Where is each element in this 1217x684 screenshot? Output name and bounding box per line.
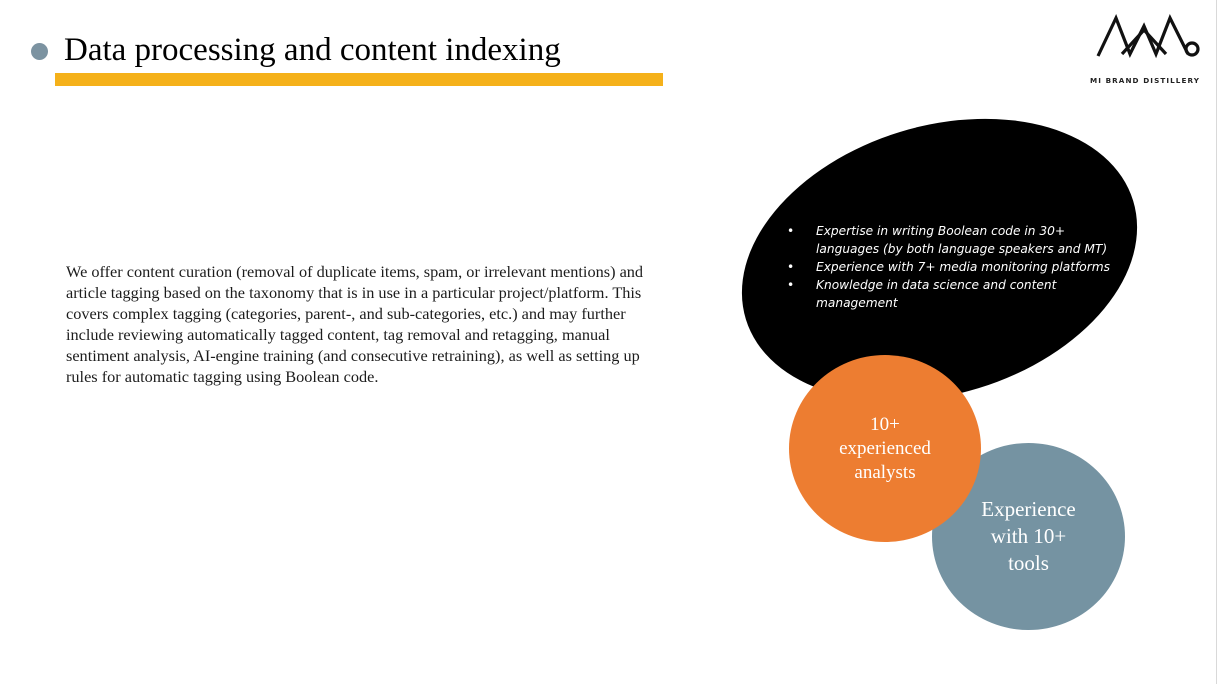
bullet-item-data-science: Knowledge in data science and content ma… (787, 276, 1117, 312)
title-bullet-dot (31, 43, 48, 60)
highlights-bullet-list: Expertise in writing Boolean code in 30+… (787, 222, 1117, 312)
analysts-circle: 10+ experienced analysts (789, 355, 981, 542)
bullet-item-boolean: Expertise in writing Boolean code in 30+… (787, 222, 1117, 258)
body-paragraph: We offer content curation (removal of du… (66, 262, 644, 387)
title-underline (55, 73, 663, 86)
tools-circle-label: Experience with 10+ tools (981, 497, 1076, 575)
analysts-circle-label: 10+ experienced analysts (839, 413, 931, 483)
slide-title: Data processing and content indexing (64, 32, 561, 68)
bullet-item-platforms: Experience with 7+ media monitoring plat… (787, 258, 1117, 276)
brand-logo-icon (1096, 13, 1200, 59)
brand-logo-text: MI BRAND DISTILLERY (1089, 76, 1201, 85)
